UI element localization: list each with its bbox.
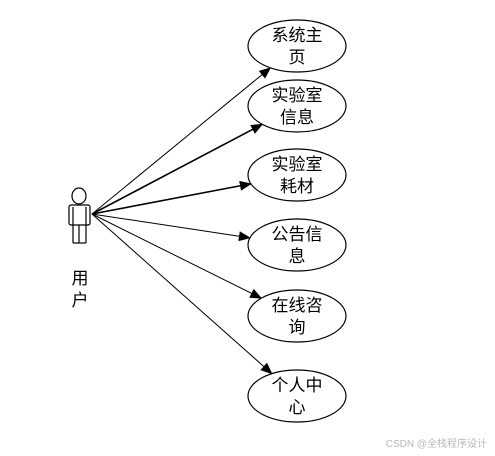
- use-case-label-home-line-1: 系统主: [272, 26, 323, 46]
- association-arrow-lab-info: [91, 123, 264, 215]
- association-arrow-home: [91, 67, 272, 215]
- use-case-ellipse-lab-info: [247, 79, 347, 133]
- use-case-label-lab-consumables-line-2: 耗材: [280, 177, 314, 197]
- use-case-label-lab-info-line-1: 实验室: [272, 86, 323, 106]
- use-case-label-announcement-line-2: 息: [289, 247, 306, 267]
- actor-body: [68, 204, 91, 226]
- actor-head: [71, 187, 87, 205]
- use-case-label-personal-center-line-1: 个人中: [272, 376, 323, 396]
- association-arrow-online-consult: [91, 213, 263, 299]
- actor-label: 用户: [65, 268, 95, 312]
- use-case-label-online-consult-line-2: 询: [289, 318, 306, 338]
- use-case-label-lab-info-line-2: 信息: [280, 108, 314, 128]
- use-case-label-personal-center-line-2: 心: [289, 398, 306, 418]
- use-case-ellipse-online-consult: [247, 289, 347, 343]
- association-arrow-lab-consumables: [91, 180, 252, 215]
- use-case-ellipse-announcement: [247, 218, 347, 272]
- association-lines: [91, 67, 273, 375]
- watermark: CSDN @全栈程序设计: [385, 439, 487, 450]
- use-case-label-announcement-line-1: 公告信: [272, 225, 323, 245]
- actor-label-text: 用户: [71, 269, 89, 311]
- use-case-ellipse-home: [247, 19, 347, 73]
- use-case-ellipse-personal-center: [247, 369, 347, 423]
- association-arrow-personal-center: [91, 213, 273, 375]
- use-case-ellipse-lab-consumables: [247, 148, 347, 202]
- use-case-label-online-consult-line-1: 在线咨: [272, 296, 323, 316]
- association-arrow-announcement: [91, 213, 251, 242]
- actor-figure: [68, 187, 91, 244]
- use-case-label-home-line-2: 页: [289, 48, 306, 68]
- use-case-label-lab-consumables-line-1: 实验室: [272, 155, 323, 175]
